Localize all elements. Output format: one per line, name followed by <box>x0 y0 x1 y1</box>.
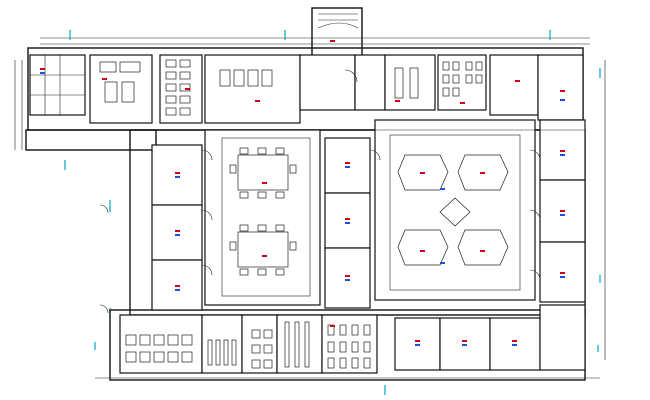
toilet-stalls <box>125 334 193 363</box>
lab-benches <box>284 321 310 368</box>
corridors <box>30 120 586 381</box>
central-classrooms <box>324 137 371 309</box>
tables-upper <box>219 69 273 87</box>
left-courtyard <box>204 129 321 306</box>
stacked-chairs <box>165 59 191 116</box>
right-courtyard <box>374 119 536 301</box>
upper-left-rooms <box>29 54 301 124</box>
room-markers <box>40 40 565 346</box>
doors <box>99 69 541 314</box>
library-desks <box>327 324 371 369</box>
activity-table-1 <box>229 147 297 199</box>
activity-table-2 <box>229 224 297 276</box>
bottom-rooms <box>119 304 586 374</box>
entry-block <box>299 13 386 111</box>
left-classrooms <box>151 144 203 311</box>
upper-right-rooms <box>384 54 584 121</box>
dimension-lines <box>14 37 606 379</box>
